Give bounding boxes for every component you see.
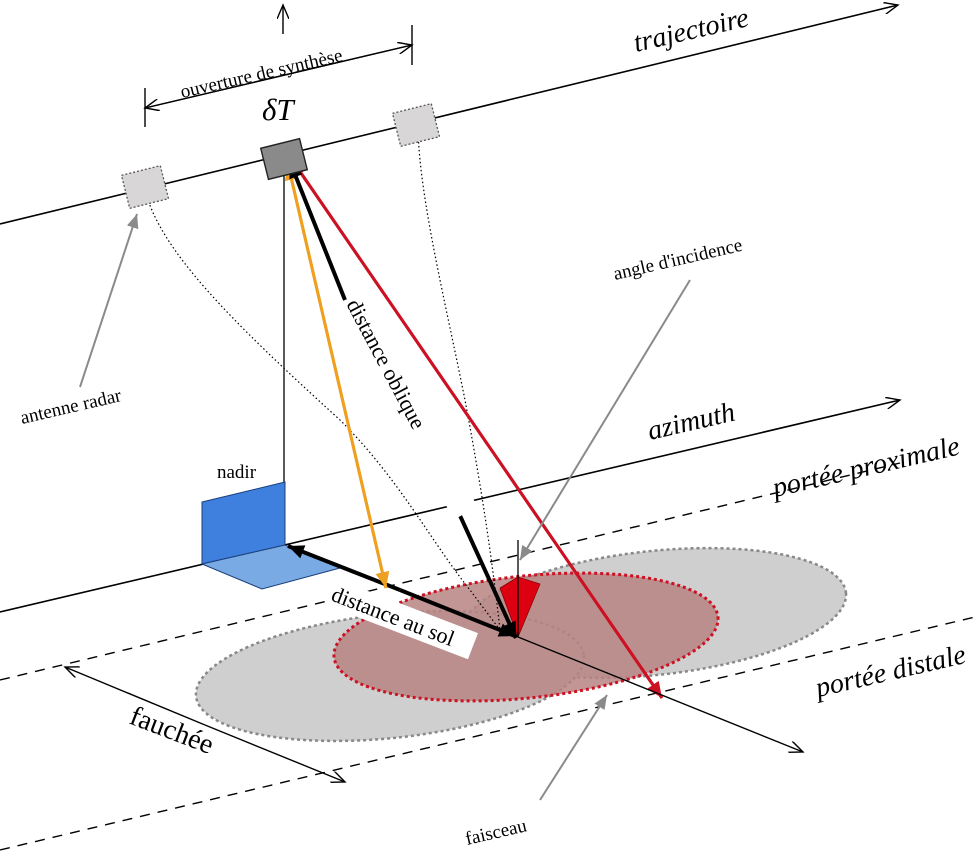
slant-range-orange-back <box>284 163 388 589</box>
near-range-label: portée proximale <box>768 431 963 505</box>
footprint-beam <box>332 571 720 703</box>
far-range-label: portée distale <box>811 639 969 704</box>
beam-label: faisceau <box>463 815 529 850</box>
synthetic-aperture <box>145 25 412 127</box>
footprints <box>194 546 848 743</box>
swath-arrow-a <box>65 667 206 726</box>
range-line <box>517 636 803 752</box>
slant-range-black-upper <box>288 161 347 301</box>
slant-range-label: distance oblique <box>342 295 431 434</box>
ground-range-arrow-b <box>399 588 516 638</box>
antenna-pointer <box>79 213 139 388</box>
slant-range-red-back <box>290 159 664 699</box>
delta-t-label: δT <box>262 92 296 127</box>
incidence-angle-label: angle d'incidence <box>611 235 744 285</box>
radar-antenna-label: antenne radar <box>18 385 124 429</box>
far-range-line <box>0 616 976 851</box>
antenna-ghost-right <box>391 102 441 148</box>
wave-path-left <box>144 189 501 631</box>
azimuth-label: azimuth <box>645 397 738 447</box>
antenna-positions <box>120 102 441 210</box>
trajectory-label: trajectoire <box>631 2 752 59</box>
beam-pointer <box>539 694 608 801</box>
wave-path-right <box>417 129 501 631</box>
ground-label-bg <box>326 578 478 660</box>
antenna-active <box>259 137 309 181</box>
swath-arrow-b <box>204 724 345 782</box>
slant-label-bg <box>373 356 478 520</box>
incidence-pointer <box>519 279 691 561</box>
nadir-marker <box>200 481 342 590</box>
antenna-ghost-left <box>120 164 170 210</box>
nadir-label: nadir <box>217 462 257 483</box>
